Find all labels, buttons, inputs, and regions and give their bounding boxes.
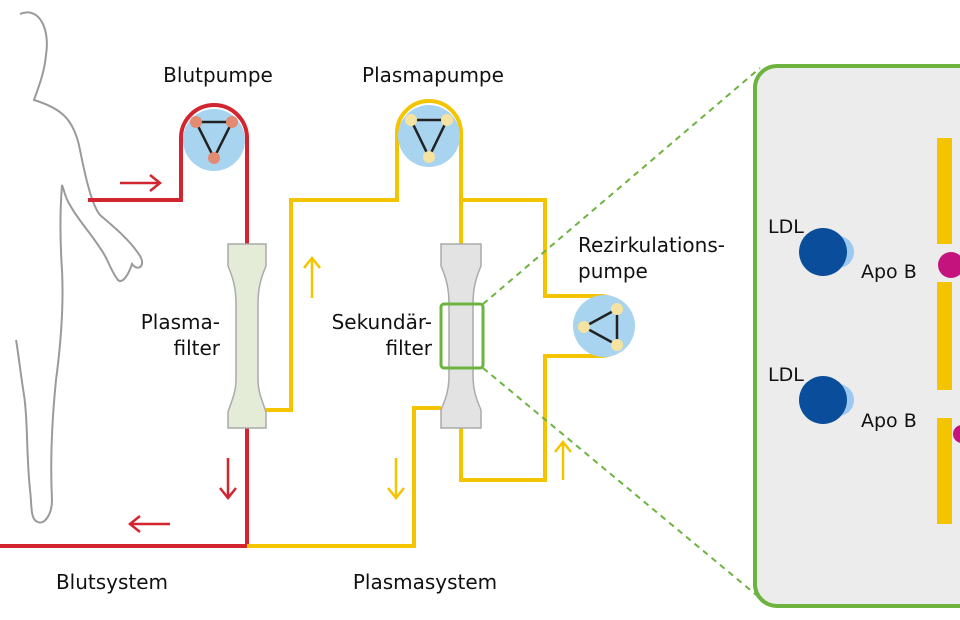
ldl-particle <box>799 376 854 424</box>
secondary-filter <box>440 243 482 429</box>
blood-arrow-down <box>219 458 237 501</box>
plasma-pump-label: Plasmapumpe <box>362 63 504 87</box>
apo-b-label: Apo B <box>861 261 917 283</box>
recirc-pump-label-line1: Rezirkulations- <box>578 233 725 257</box>
plasma-filter-label-line2: filter <box>173 336 220 360</box>
human-silhouette <box>15 11 144 524</box>
recirc-pump <box>573 295 635 357</box>
blood-circuit <box>0 103 249 548</box>
plasma-arrow-up-left <box>303 255 321 298</box>
blood-system-label: Blutsystem <box>56 570 168 594</box>
apo-b-label: Apo B <box>861 410 917 432</box>
blood-pump <box>183 109 245 171</box>
zoom-line-bottom <box>482 367 761 599</box>
secondary-filter-label-line1: Sekundär- <box>332 310 432 334</box>
membrane-bar <box>937 138 952 244</box>
ldl-label: LDL <box>768 216 804 238</box>
binding-site <box>953 425 960 443</box>
blood-inflow-line <box>0 103 249 548</box>
blood-arrow-right <box>120 174 163 192</box>
plasma-return-line <box>247 406 441 548</box>
binding-site <box>938 252 960 278</box>
ldl-label: LDL <box>768 364 804 386</box>
plasma-filter-label-line1: Plasma- <box>141 310 220 334</box>
blood-arrow-left <box>127 515 170 533</box>
plasma-system-label: Plasmasystem <box>353 570 497 594</box>
secondary-filter-label-line2: filter <box>385 336 432 360</box>
membrane-bar <box>937 282 952 390</box>
zoom-detail-panel <box>753 64 960 608</box>
plasma-line-from-filter <box>266 99 463 412</box>
zoom-line-top <box>482 67 761 305</box>
plasma-arrow-down <box>387 458 405 501</box>
plasma-circuit <box>247 99 632 548</box>
zoom-highlight-box <box>439 302 485 370</box>
plasma-pump <box>398 105 460 167</box>
plasma-arrow-up-right <box>554 439 572 480</box>
plasma-filter <box>227 243 267 429</box>
recirc-pump-label-line2: pumpe <box>578 259 648 283</box>
membrane-bar <box>937 418 952 524</box>
blood-pump-label: Blutpumpe <box>163 63 273 87</box>
ldl-particle <box>799 228 854 276</box>
